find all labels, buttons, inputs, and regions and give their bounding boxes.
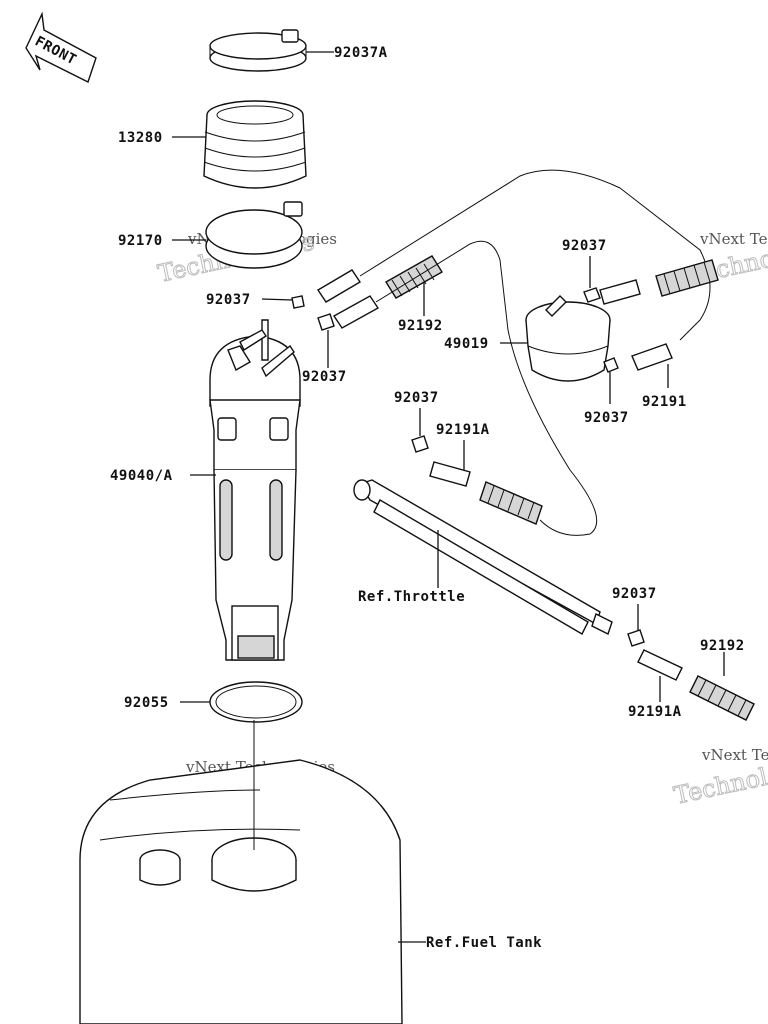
clip-92037-left-part <box>291 295 305 309</box>
fuel-tank-part <box>79 720 403 1024</box>
label-92191a-top: 92191A <box>436 422 490 438</box>
hose-92191-part <box>631 343 673 371</box>
clip-92037-throttle-part <box>411 435 429 453</box>
gasket-92055-part <box>209 681 303 723</box>
boot-13280-part <box>203 100 307 189</box>
label-92191a-right: 92191A <box>628 704 682 720</box>
label-92055: 92055 <box>124 695 169 711</box>
clip-92037-filter-top-part <box>583 287 601 303</box>
fuel-pump-part <box>209 319 301 661</box>
label-13280: 13280 <box>118 130 163 146</box>
watermark-text: vNext Technologies <box>699 230 768 248</box>
label-92037-right: 92037 <box>612 586 657 602</box>
hose-92191a-right-part <box>637 649 683 681</box>
fuel-filter-part <box>525 295 611 382</box>
fuel-line-lower <box>375 240 598 536</box>
label-92037-filter-bottom: 92037 <box>584 410 629 426</box>
label-ref-throttle: Ref.Throttle <box>358 589 465 605</box>
clamp-92037a-part <box>209 29 307 72</box>
clamp-92170-part <box>205 201 303 269</box>
throttle-rail-part <box>353 479 613 635</box>
front-arrow-icon: FRONT <box>25 11 97 83</box>
hose-filter-top-part <box>599 259 719 305</box>
hose-92192-right-part <box>689 675 755 721</box>
label-92037-throttle: 92037 <box>394 390 439 406</box>
label-92170: 92170 <box>118 233 163 249</box>
short-hose-parts <box>317 269 380 329</box>
clip-92037-right-part <box>627 629 645 647</box>
hose-92192-top-part <box>385 255 443 299</box>
clip-92037-left2-part <box>317 313 335 331</box>
leader-92037-left <box>261 298 293 301</box>
label-92037-left: 92037 <box>206 292 251 308</box>
hose-92191a-top-part <box>429 461 543 525</box>
label-92191: 92191 <box>642 394 687 410</box>
watermark-text: vNext Technologies <box>701 746 768 764</box>
label-92037-filter-top: 92037 <box>562 238 607 254</box>
clip-92037-filter-bottom-part <box>603 357 619 373</box>
fuel-line-upper <box>359 169 711 341</box>
label-92192-top: 92192 <box>398 318 443 334</box>
label-92037a: 92037A <box>334 45 388 61</box>
label-49019: 49019 <box>444 336 489 352</box>
label-ref-fuel-tank: Ref.Fuel Tank <box>426 935 542 951</box>
label-92192-right: 92192 <box>700 638 745 654</box>
label-49040a: 49040/A <box>110 468 173 484</box>
watermark-bottom-right: vNext Technologies Technologies <box>671 746 768 810</box>
label-92037-left2: 92037 <box>302 369 347 385</box>
